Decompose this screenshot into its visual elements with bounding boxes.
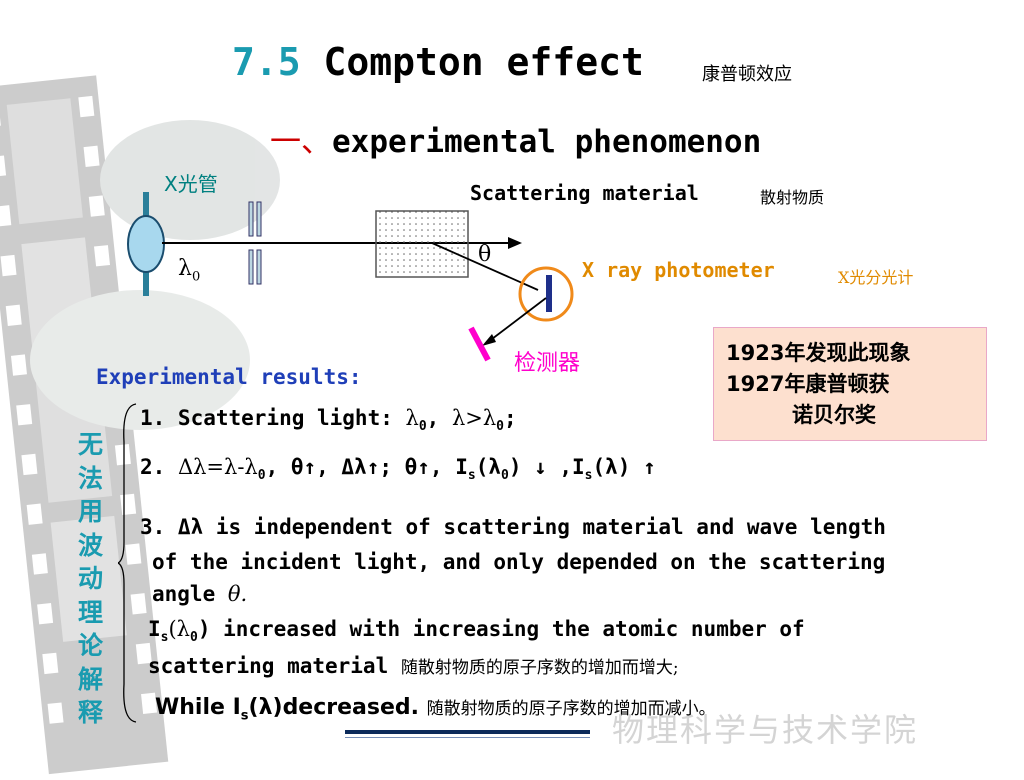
reflected-ray — [487, 297, 547, 343]
result-1-sub0: 0 — [418, 419, 427, 435]
history-line-3: 诺贝尔奖 — [792, 403, 876, 427]
result-3-theta: θ. — [227, 582, 248, 606]
result-1-end: ; — [504, 406, 517, 430]
result-4-lambda: (λ — [168, 617, 190, 641]
scattered-ray — [431, 242, 539, 291]
result-2-rest3: (λ) ↑ — [592, 455, 656, 479]
scattering-material-label: Scattering material — [470, 181, 699, 205]
beam-arrowhead — [508, 237, 522, 249]
result-4-rest: ) increased with increasing the atomic n… — [197, 617, 805, 641]
theta-label: θ — [478, 242, 492, 267]
history-line-2: 1927年康普顿获 — [726, 372, 890, 396]
footer-rule-thin — [345, 737, 590, 738]
result-4-sub0: 0 — [190, 630, 198, 646]
x-tube-label: X光管 — [164, 172, 218, 196]
results-bracket — [118, 403, 137, 723]
result-5-a: While I — [155, 695, 241, 720]
scattering-material-block — [375, 210, 469, 278]
result-3-line-3: angle θ. — [152, 582, 247, 606]
result-5-sub-s: s — [240, 708, 249, 724]
result-1-lambda: λ — [405, 406, 419, 430]
vertical-note: 无法用波动理论解释 — [78, 430, 104, 727]
lambda-symbol: λ — [178, 256, 192, 281]
result-2-rest1: , θ↑, Δλ↑; θ↑, I — [265, 455, 468, 479]
result-4-i: I — [148, 617, 161, 641]
photometer-cn-label: X光分光计 — [838, 268, 914, 287]
result-2: 2. Δλ=λ-λ0, θ↑, Δλ↑; θ↑, Is(λ0) ↓ ,Is(λ)… — [140, 455, 656, 483]
watermark: 物理科学与技术学院 — [612, 711, 919, 749]
subtitle-prefix: 一、 — [270, 124, 332, 160]
result-5: While Is(λ)decreased. 随散射物质的原子序数的增加而减小。 — [155, 694, 716, 723]
result-2-sub-s1: s — [467, 468, 476, 484]
result-5-b: (λ)decreased. — [248, 695, 427, 720]
result-4-sub-s: s — [160, 630, 169, 646]
section-subtitle: 一、experimental phenomenon — [270, 116, 761, 161]
subtitle-text: experimental phenomenon — [332, 124, 762, 160]
result-3-line-1: 3. Δλ is independent of scattering mater… — [140, 515, 886, 539]
detector-icon — [468, 326, 491, 362]
result-2-delta: Δλ=λ-λ — [177, 455, 258, 479]
photometer-ring-icon — [518, 266, 574, 322]
result-4-line-2: scattering material 随散射物质的原子序数的增加而增大; — [148, 653, 679, 678]
detector-label: 检测器 — [514, 351, 581, 376]
result-2-sub1: 0 — [500, 468, 509, 484]
title-chinese: 康普顿效应 — [702, 64, 792, 85]
result-1-sub1: 0 — [496, 419, 504, 435]
results-heading: Experimental results: — [96, 365, 362, 389]
scattering-material-cn-label: 散射物质 — [760, 188, 825, 207]
lambda-subscript: 0 — [191, 269, 201, 285]
result-5-cn: 随散射物质的原子序数的增加而减小。 — [426, 699, 716, 719]
result-4-line2-text: scattering material — [148, 654, 401, 678]
reflected-arrowhead — [482, 334, 496, 346]
collimator-slits-icon — [248, 201, 262, 285]
x-ray-tube-icon — [127, 192, 165, 296]
page-title: 7.5 Compton effect — [232, 40, 644, 84]
history-line-1: 1923年发现此现象 — [726, 341, 911, 365]
result-1-sep: , — [426, 406, 452, 430]
result-1-compare: λ>λ — [451, 406, 497, 430]
result-2-sub0: 0 — [257, 468, 266, 484]
history-note-box: 1923年发现此现象 1927年康普顿获 诺贝尔奖 — [713, 327, 987, 441]
result-3-line-2: of the incident light, and only depended… — [152, 550, 886, 574]
title-number: 7.5 — [232, 40, 301, 84]
result-4-line-1: Is(λ0) increased with increasing the ato… — [148, 617, 805, 645]
result-2-paren1: (λ — [475, 455, 501, 479]
result-2-prefix: 2. — [140, 455, 178, 479]
result-2-rest2: ) ↓ ,I — [508, 455, 585, 479]
result-1: 1. Scattering light: λ0, λ>λ0; — [140, 406, 517, 434]
lambda0-label: λ0 — [178, 256, 200, 284]
result-1-prefix: 1. Scattering light: — [140, 406, 406, 430]
result-4-line2-cn: 随散射物质的原子序数的增加而增大; — [400, 658, 679, 678]
photometer-label: X ray photometer — [582, 258, 775, 282]
result-2-sub-s2: s — [584, 468, 593, 484]
film-strip-decoration — [0, 75, 280, 775]
title-text: Compton effect — [323, 40, 644, 84]
footer-rule — [345, 730, 590, 734]
result-3-angle-text: angle — [152, 582, 228, 606]
